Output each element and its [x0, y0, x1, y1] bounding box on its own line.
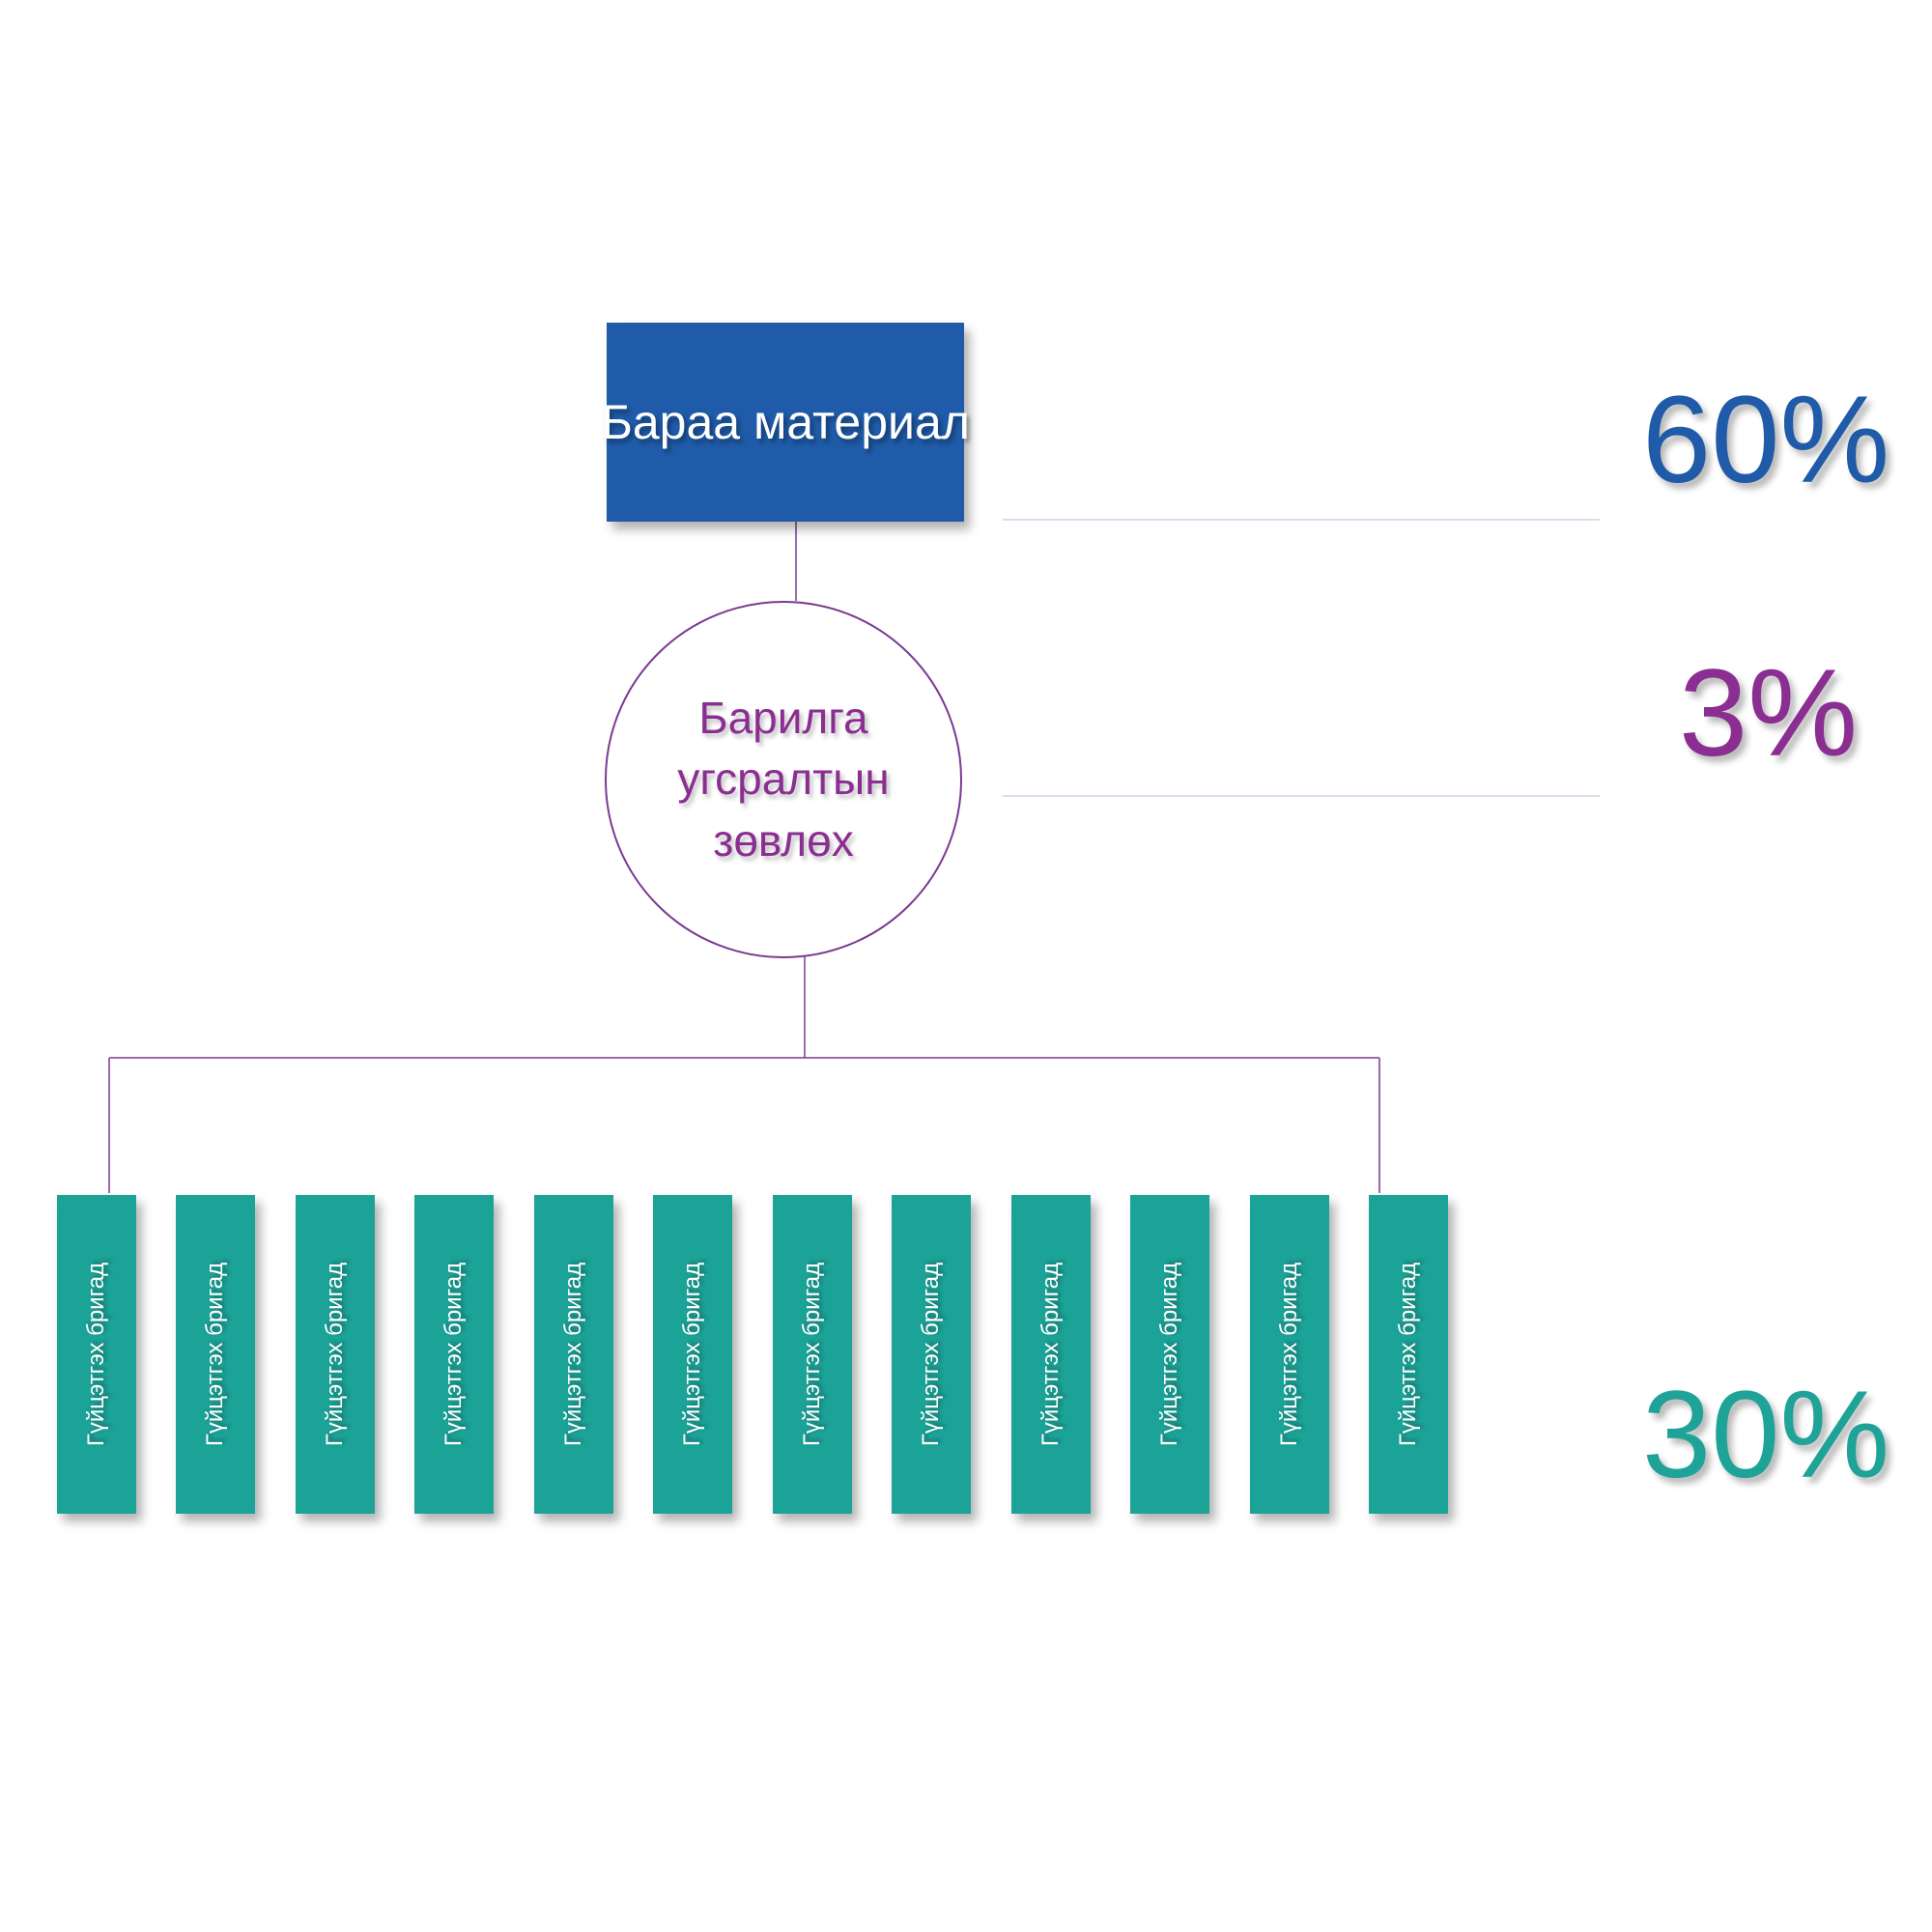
brigade-label: Гүйцэтгэх бригад [1156, 1262, 1182, 1447]
brigade-box: Гүйцэтгэх бригад [57, 1195, 136, 1514]
brigade-label: Гүйцэтгэх бригад [440, 1262, 467, 1447]
brigade-box: Гүйцэтгэх бригад [296, 1195, 375, 1514]
brigade-box: Гүйцэтгэх бригад [1250, 1195, 1329, 1514]
brigade-label: Гүйцэтгэх бригад [322, 1262, 348, 1447]
brigade-label: Гүйцэтгэх бригад [83, 1262, 109, 1447]
middle-node-circle: Барилга угсралтын зөвлөх [605, 601, 962, 958]
brigade-label: Гүйцэтгэх бригад [202, 1262, 228, 1447]
brigade-label: Гүйцэтгэх бригад [1276, 1262, 1302, 1447]
brigade-label: Гүйцэтгэх бригад [799, 1262, 825, 1447]
brigade-label: Гүйцэтгэх бригад [918, 1262, 944, 1447]
brigade-box: Гүйцэтгэх бригад [176, 1195, 255, 1514]
percentage-bottom: 30% [1642, 1366, 1890, 1504]
brigade-box: Гүйцэтгэх бригад [773, 1195, 852, 1514]
brigade-box: Гүйцэтгэх бригад [414, 1195, 494, 1514]
brigade-box: Гүйцэтгэх бригад [1011, 1195, 1091, 1514]
brigade-label: Гүйцэтгэх бригад [1395, 1262, 1421, 1447]
brigade-box: Гүйцэтгэх бригад [892, 1195, 971, 1514]
percentage-middle: 3% [1679, 644, 1858, 782]
percentage-top: 60% [1642, 371, 1890, 509]
brigade-label: Гүйцэтгэх бригад [679, 1262, 705, 1447]
brigade-box: Гүйцэтгэх бригад [534, 1195, 613, 1514]
brigade-label: Гүйцэтгэх бригад [560, 1262, 586, 1447]
middle-node-label: Барилга угсралтын зөвлөх [677, 692, 890, 866]
brigade-box: Гүйцэтгэх бригад [1130, 1195, 1209, 1514]
brigade-box: Гүйцэтгэх бригад [1369, 1195, 1448, 1514]
top-node-label: Бараа материал [601, 395, 970, 449]
brigade-label: Гүйцэтгэх бригад [1037, 1262, 1064, 1447]
brigade-box: Гүйцэтгэх бригад [653, 1195, 732, 1514]
top-node-box: Бараа материал [601, 323, 970, 522]
